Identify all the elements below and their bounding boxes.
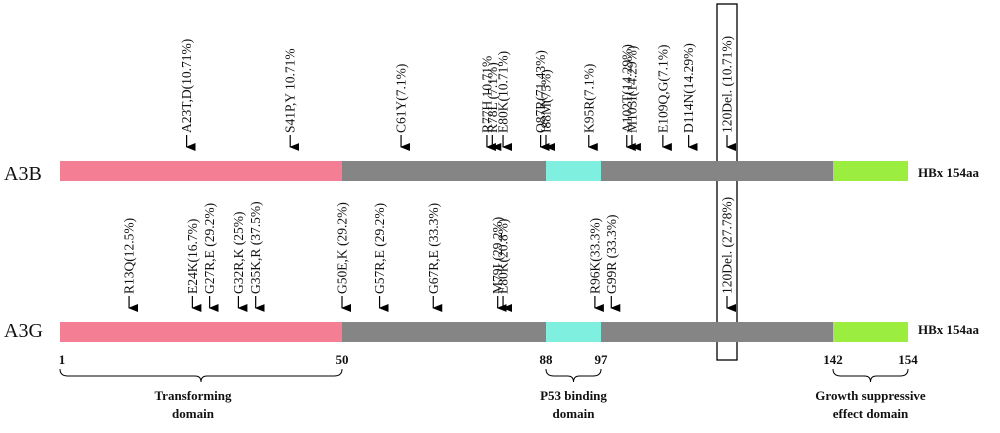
mutation-label: S41P,Y 10.71% (283, 48, 298, 133)
mutation-label: E80K(20.8%) (496, 219, 511, 294)
mutation-a3b-9: A102T(14.29%) (619, 44, 636, 151)
bar-a3g-middle-2 (601, 322, 833, 342)
bar-a3b-p53-binding (546, 161, 601, 181)
mutation-label: G32R,K (25%) (231, 212, 246, 295)
position-labels: 1 50 88 97 142 154 (59, 352, 919, 367)
mutation-a3b-7: I88M(75%) (539, 69, 555, 151)
mutation-a3b-2: C61Y(7.1%) (394, 64, 411, 151)
mutation-a3b-1: S41P,Y 10.71% (283, 48, 300, 151)
mutation-label: E24K(16.7%) (185, 219, 200, 294)
position-label-1: 1 (59, 352, 66, 367)
mutation-a3g-6: G57R,E (29.2%) (372, 203, 389, 312)
position-label-50: 50 (336, 352, 349, 367)
mutation-a3b-0: A23T,D(10.71%) (179, 39, 196, 151)
mutation-a3g-1: E24K(16.7%) (185, 219, 202, 312)
domain-brace (59, 368, 343, 383)
domain-label-line: Growth suppressive (815, 388, 926, 403)
bar-a3b-middle-1 (342, 161, 546, 181)
mutation-a3b-13: 120Del. (10.71%) (720, 36, 736, 151)
domain-brace (832, 368, 909, 383)
mutation-label: R96K(33.3%) (587, 218, 602, 294)
mutation-label: 120Del. (10.71%) (720, 36, 735, 133)
mutation-a3g-11: G99R (33.3%) (604, 215, 621, 312)
mutation-label: I88M(75%) (539, 69, 554, 133)
bar-a3g-p53-binding (546, 322, 601, 342)
mutation-a3g-4: G35K,R (37.5%) (248, 201, 265, 312)
mutation-a3g-5: G50E,K (29.2%) (335, 202, 351, 312)
mutation-a3g-8: M79I (29.2%) (490, 217, 507, 312)
mutation-label: R77H 10.71% (479, 56, 494, 133)
mutation-label: A102T(14.29%) (619, 44, 634, 133)
domain-brace (545, 368, 602, 383)
bar-a3g-middle-1 (342, 322, 546, 342)
mutation-label: E80K(10.71%) (496, 51, 511, 133)
bar-a3b-transforming (60, 161, 342, 181)
mutation-a3b-5: E80K(10.71%) (496, 51, 513, 151)
position-label-88: 88 (540, 352, 554, 367)
bar-a3g-transforming (60, 322, 342, 342)
mutation-label: 120Del. (27.78%) (720, 197, 735, 294)
mutation-a3b-6: Q87R(71.43%) (533, 50, 550, 151)
mutation-a3g-10: R96K(33.3%) (587, 218, 604, 312)
mutation-a3g-7: G67R,E (33.3%) (426, 203, 443, 312)
mutation-label: R13Q(12.5%) (122, 218, 137, 294)
end-label-a3g: HBx 154aa (918, 322, 980, 337)
mutation-label: D114N(14.29%) (681, 43, 696, 133)
mutation-a3g-0: R13Q(12.5%) (122, 218, 139, 312)
mutation-label: G35K,R (37.5%) (248, 201, 263, 294)
row-label-a3b: A3B (4, 163, 42, 185)
mutation-label: R78L (7.1%) (485, 62, 500, 133)
domain-label-line: domain (553, 406, 596, 421)
mutation-label: M79I (29.2%) (490, 217, 505, 294)
mutation-label: C61Y(7.1%) (394, 64, 409, 133)
mutation-label: A23T,D(10.71%) (179, 39, 194, 133)
domain-0: Transforming domain (59, 368, 343, 421)
bar-a3b-middle-2 (601, 161, 833, 181)
mutation-a3b-8: K95R(7.1%) (581, 64, 598, 151)
deletion-120-highlight-box (716, 3, 738, 361)
bar-a3b-growth-suppressive (833, 161, 908, 181)
mutation-label: E109Q,G(7.1%) (655, 45, 670, 133)
mutation-a3g-3: G32R,K (25%) (231, 212, 248, 312)
mutation-a3b-3: R77H 10.71% (479, 56, 496, 151)
mutation-a3g-9: E80K(20.8%) (496, 219, 513, 312)
domain-bars (60, 161, 908, 342)
mutation-a3b-11: E109Q,G(7.1%) (655, 45, 672, 151)
mutation-label: G67R,E (33.3%) (426, 203, 441, 294)
mutation-label: Q87R(71.43%) (533, 50, 548, 133)
position-label-97: 97 (595, 352, 609, 367)
domain-label-line: effect domain (833, 406, 909, 421)
mutation-a3b-10: M103I(14.29%) (624, 46, 641, 151)
mutation-label: K95R(7.1%) (581, 64, 596, 133)
end-label-a3b: HBx 154aa (918, 165, 980, 180)
domain-2: Growth suppressive effect domain (815, 368, 926, 421)
mutation-markers: A23T,D(10.71%) S41P,Y 10.71% C61Y(7.1%) R77… (122, 36, 736, 312)
mutation-label: M103I(14.29%) (624, 46, 639, 133)
mutation-a3b-12: D114N(14.29%) (681, 43, 698, 151)
row-label-a3g: A3G (4, 320, 43, 342)
domain-1: P53 binding domain (540, 368, 607, 421)
domain-label-line: Transforming (154, 388, 232, 403)
mutation-label: G50E,K (29.2%) (335, 202, 350, 294)
mutation-label: G57R,E (29.2%) (372, 203, 387, 294)
mutation-a3g-12: 120Del. (27.78%) (720, 197, 736, 312)
mutation-label: G27R,E (29.2%) (202, 203, 217, 294)
domain-label-line: P53 binding (540, 388, 607, 403)
bar-a3g-growth-suppressive (833, 322, 908, 342)
domain-label-line: domain (172, 406, 215, 421)
mutation-a3g-2: G27R,E (29.2%) (202, 203, 219, 312)
mutation-label: G99R (33.3%) (604, 215, 619, 295)
domain-braces: Transforming domain P53 binding domain Growt… (59, 368, 926, 421)
position-label-142: 142 (823, 352, 843, 367)
mutation-a3b-4: R78L (7.1%) (485, 62, 502, 151)
position-label-154: 154 (898, 352, 918, 367)
